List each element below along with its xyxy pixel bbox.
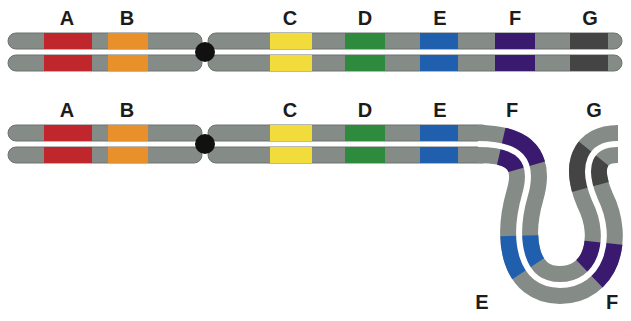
gene-label: B [120,8,134,28]
band-f [478,144,618,285]
band-g [478,144,618,285]
gene-label: F [606,292,618,312]
gene-label: A [60,100,74,120]
centromere [195,134,215,154]
gene-label: C [283,100,297,120]
centromere [195,42,215,62]
gene-label: B [120,100,134,120]
band-e [478,144,618,285]
gene-label: A [60,8,74,28]
gene-label: E [433,100,446,120]
gene-label: F [509,8,521,28]
gene-label: G [586,100,602,120]
band-f [478,144,618,285]
chromatid-gap [478,144,618,285]
gene-label: G [582,8,598,28]
gene-label: D [358,100,372,120]
gene-label: E [475,292,488,312]
gene-label: C [283,8,297,28]
normal-chromosome [8,33,622,71]
gene-label: E [433,8,446,28]
gene-label: D [358,8,372,28]
inversion-loop [478,144,618,285]
gene-label: F [506,100,518,120]
inverted-chromosome [8,125,618,285]
